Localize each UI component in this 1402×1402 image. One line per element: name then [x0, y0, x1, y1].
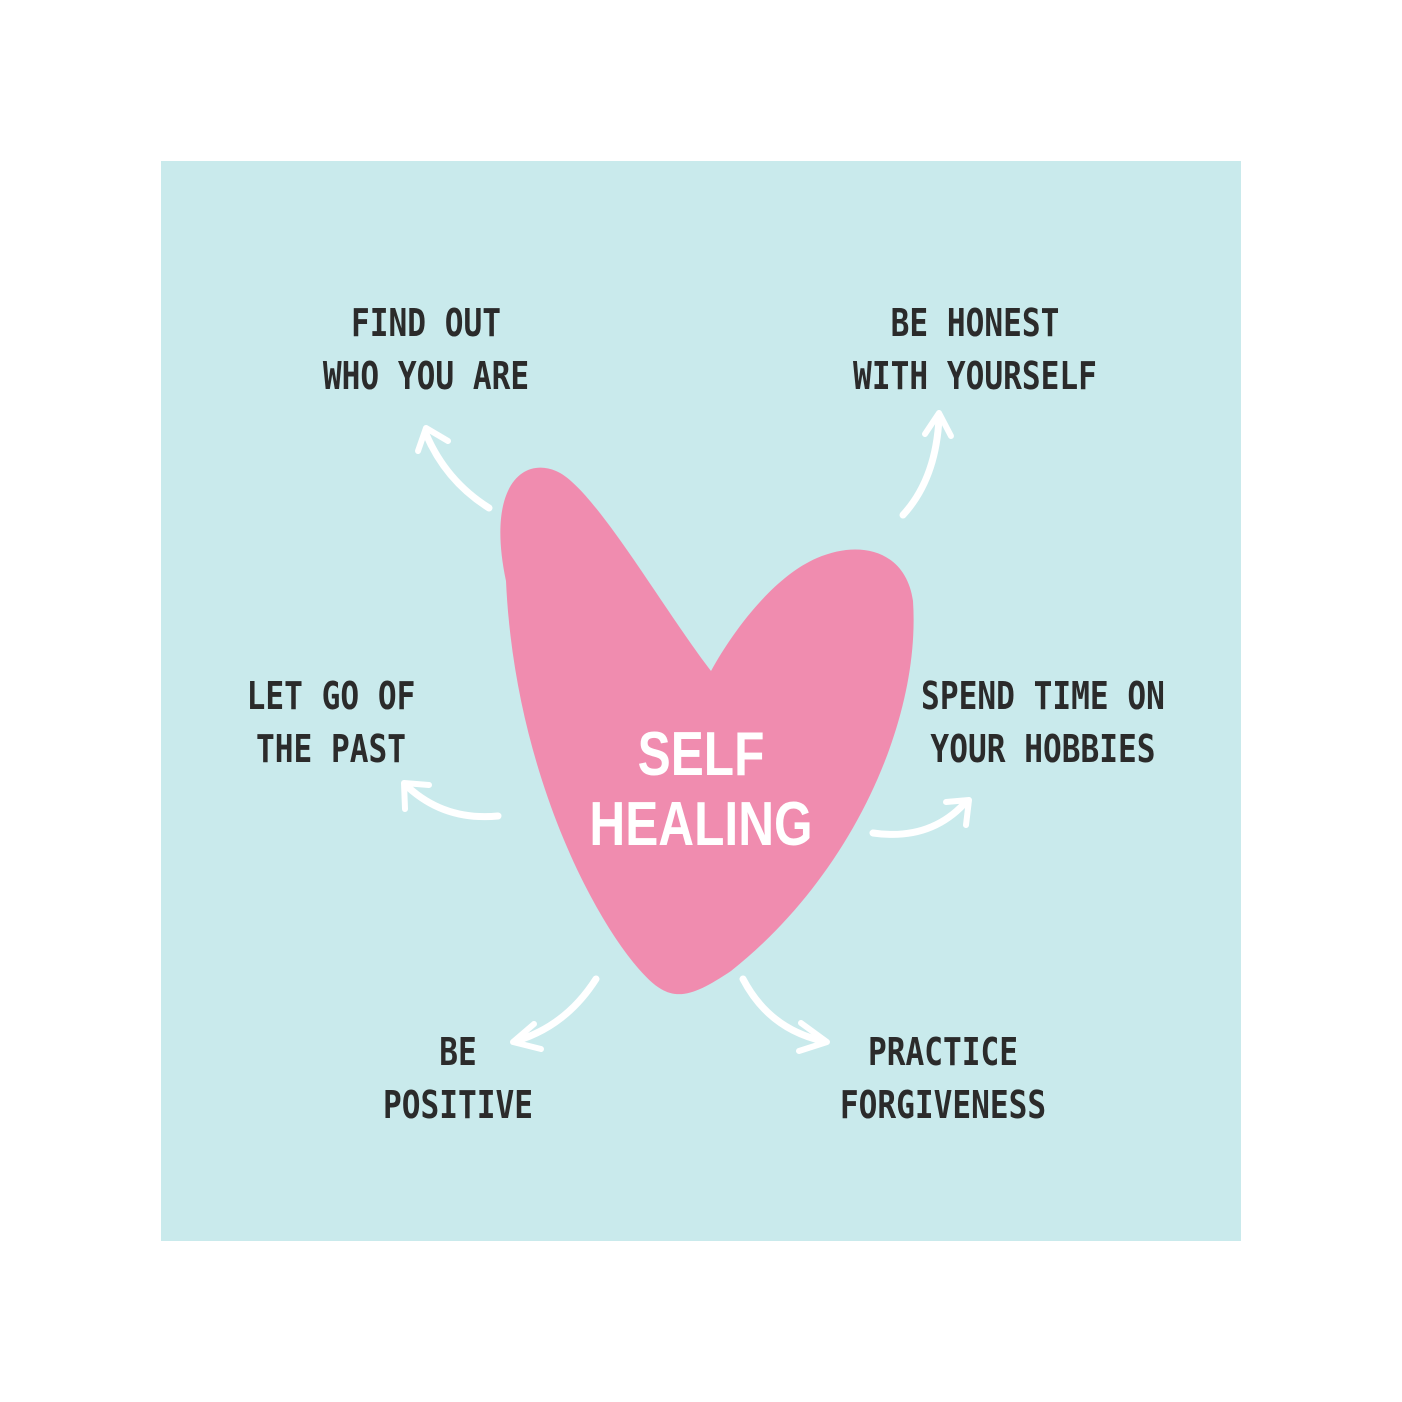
arrow-icon [899, 410, 954, 519]
branch-spend-time: SPEND TIME ON YOUR HOBBIES [921, 670, 1165, 776]
branch-line: POSITIVE [382, 1083, 534, 1127]
heart-icon [500, 467, 914, 995]
branch-be-positive: BE POSITIVE [383, 1026, 533, 1132]
branch-find-out: FIND OUT WHO YOU ARE [323, 297, 529, 403]
arrow-icon [739, 975, 830, 1054]
branch-be-honest: BE HONEST WITH YOURSELF [853, 297, 1097, 403]
branch-line: THE PAST [255, 727, 407, 771]
branch-line: FORGIVENESS [839, 1083, 1047, 1127]
branch-line: SPEND TIME ON [921, 674, 1165, 718]
branch-line: YOUR HOBBIES [930, 727, 1156, 771]
branch-line: BE [439, 1030, 477, 1074]
branch-line: PRACTICE [867, 1030, 1019, 1074]
arrow-icon [510, 975, 600, 1052]
branch-line: LET GO OF [246, 674, 416, 718]
branch-line: FIND OUT [350, 301, 502, 345]
infographic-panel: SELF HEALING FIND OUT WHO YOU ARE BE HON… [161, 161, 1241, 1241]
branch-line: BE HONEST [890, 301, 1060, 345]
arrow-icon [415, 425, 493, 512]
branch-practice-forgiveness: PRACTICE FORGIVENESS [840, 1026, 1046, 1132]
center-title: SELF HEALING [589, 720, 812, 860]
branch-line: WHO YOU ARE [322, 354, 530, 398]
center-title-line: SELF [637, 720, 765, 789]
diagram-graphics [161, 161, 1241, 1241]
branch-let-go: LET GO OF THE PAST [247, 670, 416, 776]
arrow-icon [869, 797, 972, 838]
branch-line: WITH YOURSELF [853, 354, 1097, 398]
arrow-icon [401, 780, 502, 821]
center-title-line: HEALING [589, 790, 813, 859]
